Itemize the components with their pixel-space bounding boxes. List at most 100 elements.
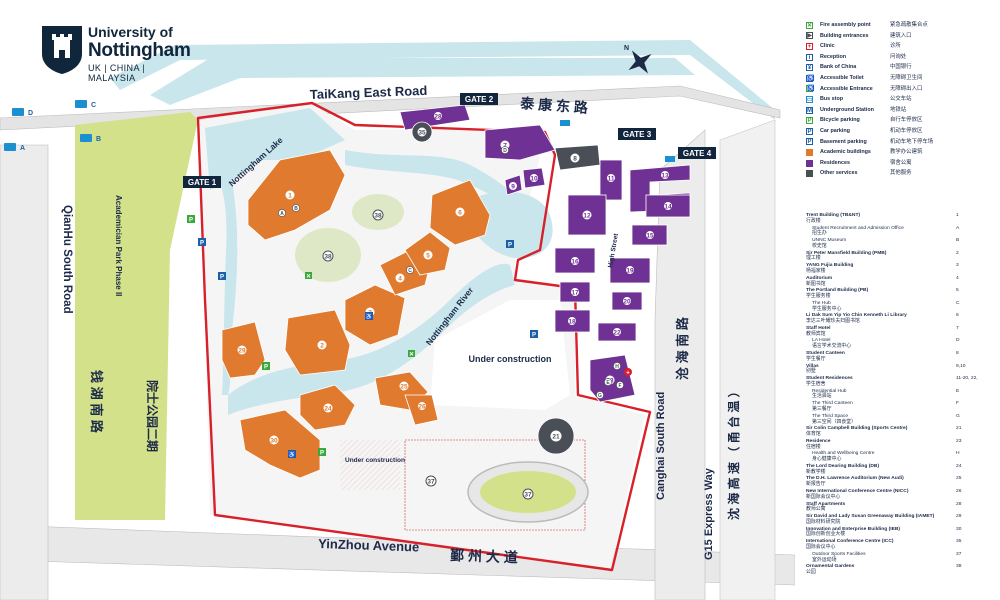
building-name-zh: 第三空间（四食堂） (812, 419, 857, 425)
bus-stop-icon (560, 120, 570, 126)
badge-25: 25 (398, 380, 410, 392)
road-qianhu (0, 144, 49, 600)
svg-text:19: 19 (626, 268, 634, 275)
svg-text:16: 16 (571, 259, 579, 266)
svg-text:25: 25 (400, 384, 408, 391)
building-number: 5 (956, 288, 959, 294)
building-3-yang[interactable] (344, 284, 406, 346)
badge-4: 4 (394, 272, 406, 284)
building-name: The Portland Building (PB) (806, 288, 869, 294)
svg-text:B: B (96, 136, 101, 143)
building-name: Residential Hub (812, 388, 847, 394)
road-yinzhou-en: YinZhou Avenue (318, 536, 420, 555)
badge-10: 10 (529, 173, 539, 183)
building-30-ieb[interactable] (239, 409, 321, 479)
svg-text:29: 29 (238, 348, 246, 355)
building-name: Auditorium (806, 275, 833, 281)
logo-line-nottingham: Nottingham (88, 40, 191, 61)
building-index-row[interactable]: Student Recruitment and Admission Office… (800, 226, 996, 239)
legend-label-zh: 无障碍出入口 (890, 85, 923, 92)
building-name: The Lord Dearing Building (DB) (806, 463, 880, 469)
building-name-zh: 新图书馆 (806, 281, 826, 287)
svg-text:A: A (280, 211, 284, 217)
building-index-row[interactable]: Li Dak Sum Yip Yio Chin Kenneth Li Libra… (800, 313, 996, 326)
building-name: Student Canteen (806, 351, 845, 357)
legend-label-zh: 建筑入口 (890, 32, 912, 39)
building-index-row[interactable]: Sir Colin Campbell Building (Sports Cent… (800, 426, 996, 439)
bus-stop-b[interactable]: B (80, 134, 101, 143)
svg-text:C: C (91, 102, 96, 109)
badge-28: 28 (433, 111, 443, 121)
building-number: 1 (956, 213, 959, 218)
gate-3[interactable]: GATE 3 (618, 128, 656, 140)
building-index-row[interactable]: International Conference Centre (ICC)国际会… (800, 539, 996, 552)
gate-4[interactable]: GATE 4 (678, 147, 716, 159)
badge-16: 16 (570, 256, 580, 266)
parking-icon: P (218, 272, 226, 281)
university-logo[interactable]: University of Nottingham UK | CHINA | MA… (20, 20, 191, 83)
building-1-trent[interactable] (247, 149, 346, 241)
svg-text:12: 12 (583, 213, 591, 220)
logo-line-university: University of (88, 24, 173, 40)
building-index-row[interactable]: Innovation and Enterprise Building (IEB)… (800, 527, 996, 540)
legend-label: Bus stop (820, 96, 844, 103)
building-number: 21 (956, 426, 962, 432)
badge-9: 9 (508, 181, 518, 191)
badge-15: 15 (645, 230, 655, 240)
building-name: The Third Canteen (812, 401, 853, 407)
building-name-zh: 新国际会议中心 (806, 494, 841, 500)
bicycle-parking-icon: P (806, 117, 813, 125)
bus-stop-d[interactable]: D (12, 108, 33, 117)
svg-text:35: 35 (418, 130, 426, 137)
road-qianhu-en: QianHu South Road (61, 205, 73, 314)
bus-stop-a[interactable]: A (4, 143, 25, 152)
gate-1[interactable]: GATE 1 (183, 176, 221, 188)
legend-label-zh: 宿舍公寓 (890, 159, 912, 166)
building-letter-badge: A (278, 209, 286, 217)
building-name: YANG Fujia Building (806, 263, 854, 269)
legend-label: Underground Station (820, 106, 874, 113)
svg-text:G: G (598, 393, 602, 399)
building-number: F (956, 401, 959, 407)
badge-21: 21 (549, 429, 563, 443)
clinic-icon: + (806, 42, 813, 50)
building-index-row[interactable]: The D.H. Lawrence Auditorium (New Audi)新… (800, 476, 996, 489)
building-name-zh: 语言学术交流中心 (812, 344, 852, 350)
bus-stops: A B C D (4, 100, 101, 152)
building-number: C (956, 300, 960, 306)
svg-text:11: 11 (608, 176, 615, 183)
academician-park (75, 112, 198, 520)
building-number: 2 (956, 250, 959, 256)
building-index-row[interactable]: Sir David and Lady Susan Greenaway Build… (800, 514, 996, 527)
building-name-zh: 学生服务楼 (806, 294, 831, 300)
building-index-row[interactable]: The Portland Building (PB)学生服务楼 5 (800, 288, 996, 301)
building-index-row[interactable]: New International Conference Centre (NIC… (800, 489, 996, 502)
bus-stop-c[interactable]: C (75, 100, 96, 109)
legend-label: Reception (820, 53, 847, 60)
building-letter-badge: G (596, 391, 604, 399)
gate-2[interactable]: GATE 2 (460, 93, 498, 105)
